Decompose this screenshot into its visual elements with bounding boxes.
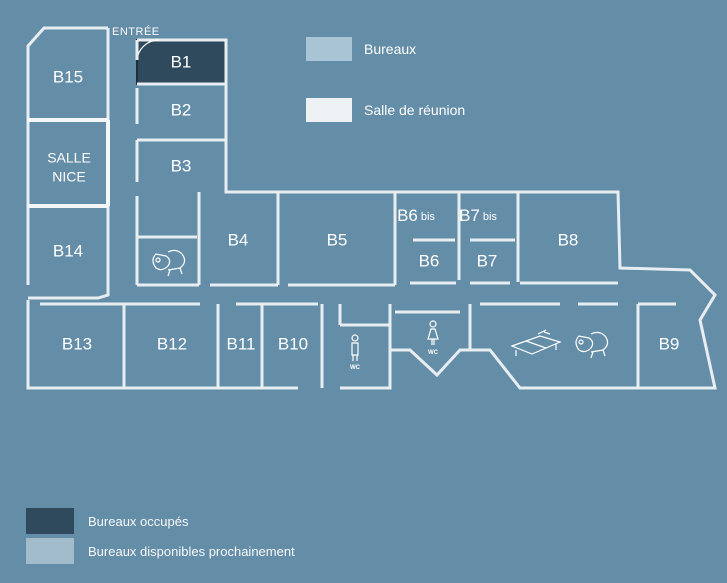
room-b12-label[interactable]: B12 [157, 334, 187, 353]
female-wc-icon: WC [427, 320, 439, 356]
male-wc-icon: WC [350, 334, 361, 371]
room-b14-label[interactable]: B14 [53, 241, 83, 260]
legend-label-salle-reunion: Salle de réunion [364, 102, 466, 118]
legend-disponibles: Bureaux disponibles prochainement [26, 538, 295, 564]
room-b1-label[interactable]: B1 [171, 52, 192, 71]
room-b13-label[interactable]: B13 [62, 334, 92, 353]
outer-walls [26, 26, 717, 390]
svg-text:WC: WC [350, 365, 361, 371]
legend-swatch-disponibles [26, 538, 74, 564]
svg-text:WC: WC [428, 350, 439, 356]
legend-label-bureaux: Bureaux [364, 41, 417, 57]
legend-label-disponibles: Bureaux disponibles prochainement [88, 543, 295, 559]
legend-occupes: Bureaux occupés [26, 508, 188, 534]
legend-swatch-salle-reunion [306, 98, 352, 122]
room-b7-label[interactable]: B7 [477, 251, 498, 270]
salle-nice-label-2[interactable]: NICE [52, 169, 85, 185]
room-b5-label[interactable]: B5 [327, 230, 348, 249]
pingpong-table-icon [510, 329, 562, 356]
legend-bureaux: Bureaux [306, 37, 416, 61]
room-b2-label[interactable]: B2 [171, 100, 192, 119]
legend-swatch-occupes [26, 508, 74, 534]
lounge-chair-icon [575, 331, 609, 359]
room-b4-label[interactable]: B4 [228, 230, 249, 249]
lounge-chair-icon [152, 249, 186, 277]
legend-salle-reunion: Salle de réunion [306, 98, 465, 122]
room-b3-label[interactable]: B3 [171, 156, 192, 175]
room-b11-label[interactable]: B11 [227, 334, 256, 353]
legend-swatch-bureaux [306, 37, 352, 61]
legend-label-occupes: Bureaux occupés [88, 513, 189, 529]
entrance-label: ENTRÉE [112, 25, 160, 38]
room-b6-label[interactable]: B6 [419, 251, 440, 270]
room-b10-label[interactable]: B10 [278, 334, 308, 353]
room-b8-label[interactable]: B8 [558, 230, 579, 249]
room-b9-label[interactable]: B9 [659, 334, 680, 353]
room-b15-label[interactable]: B15 [53, 67, 83, 86]
salle-nice-label-1[interactable]: SALLE [47, 150, 91, 166]
room-b1-occupied[interactable] [136, 39, 227, 85]
